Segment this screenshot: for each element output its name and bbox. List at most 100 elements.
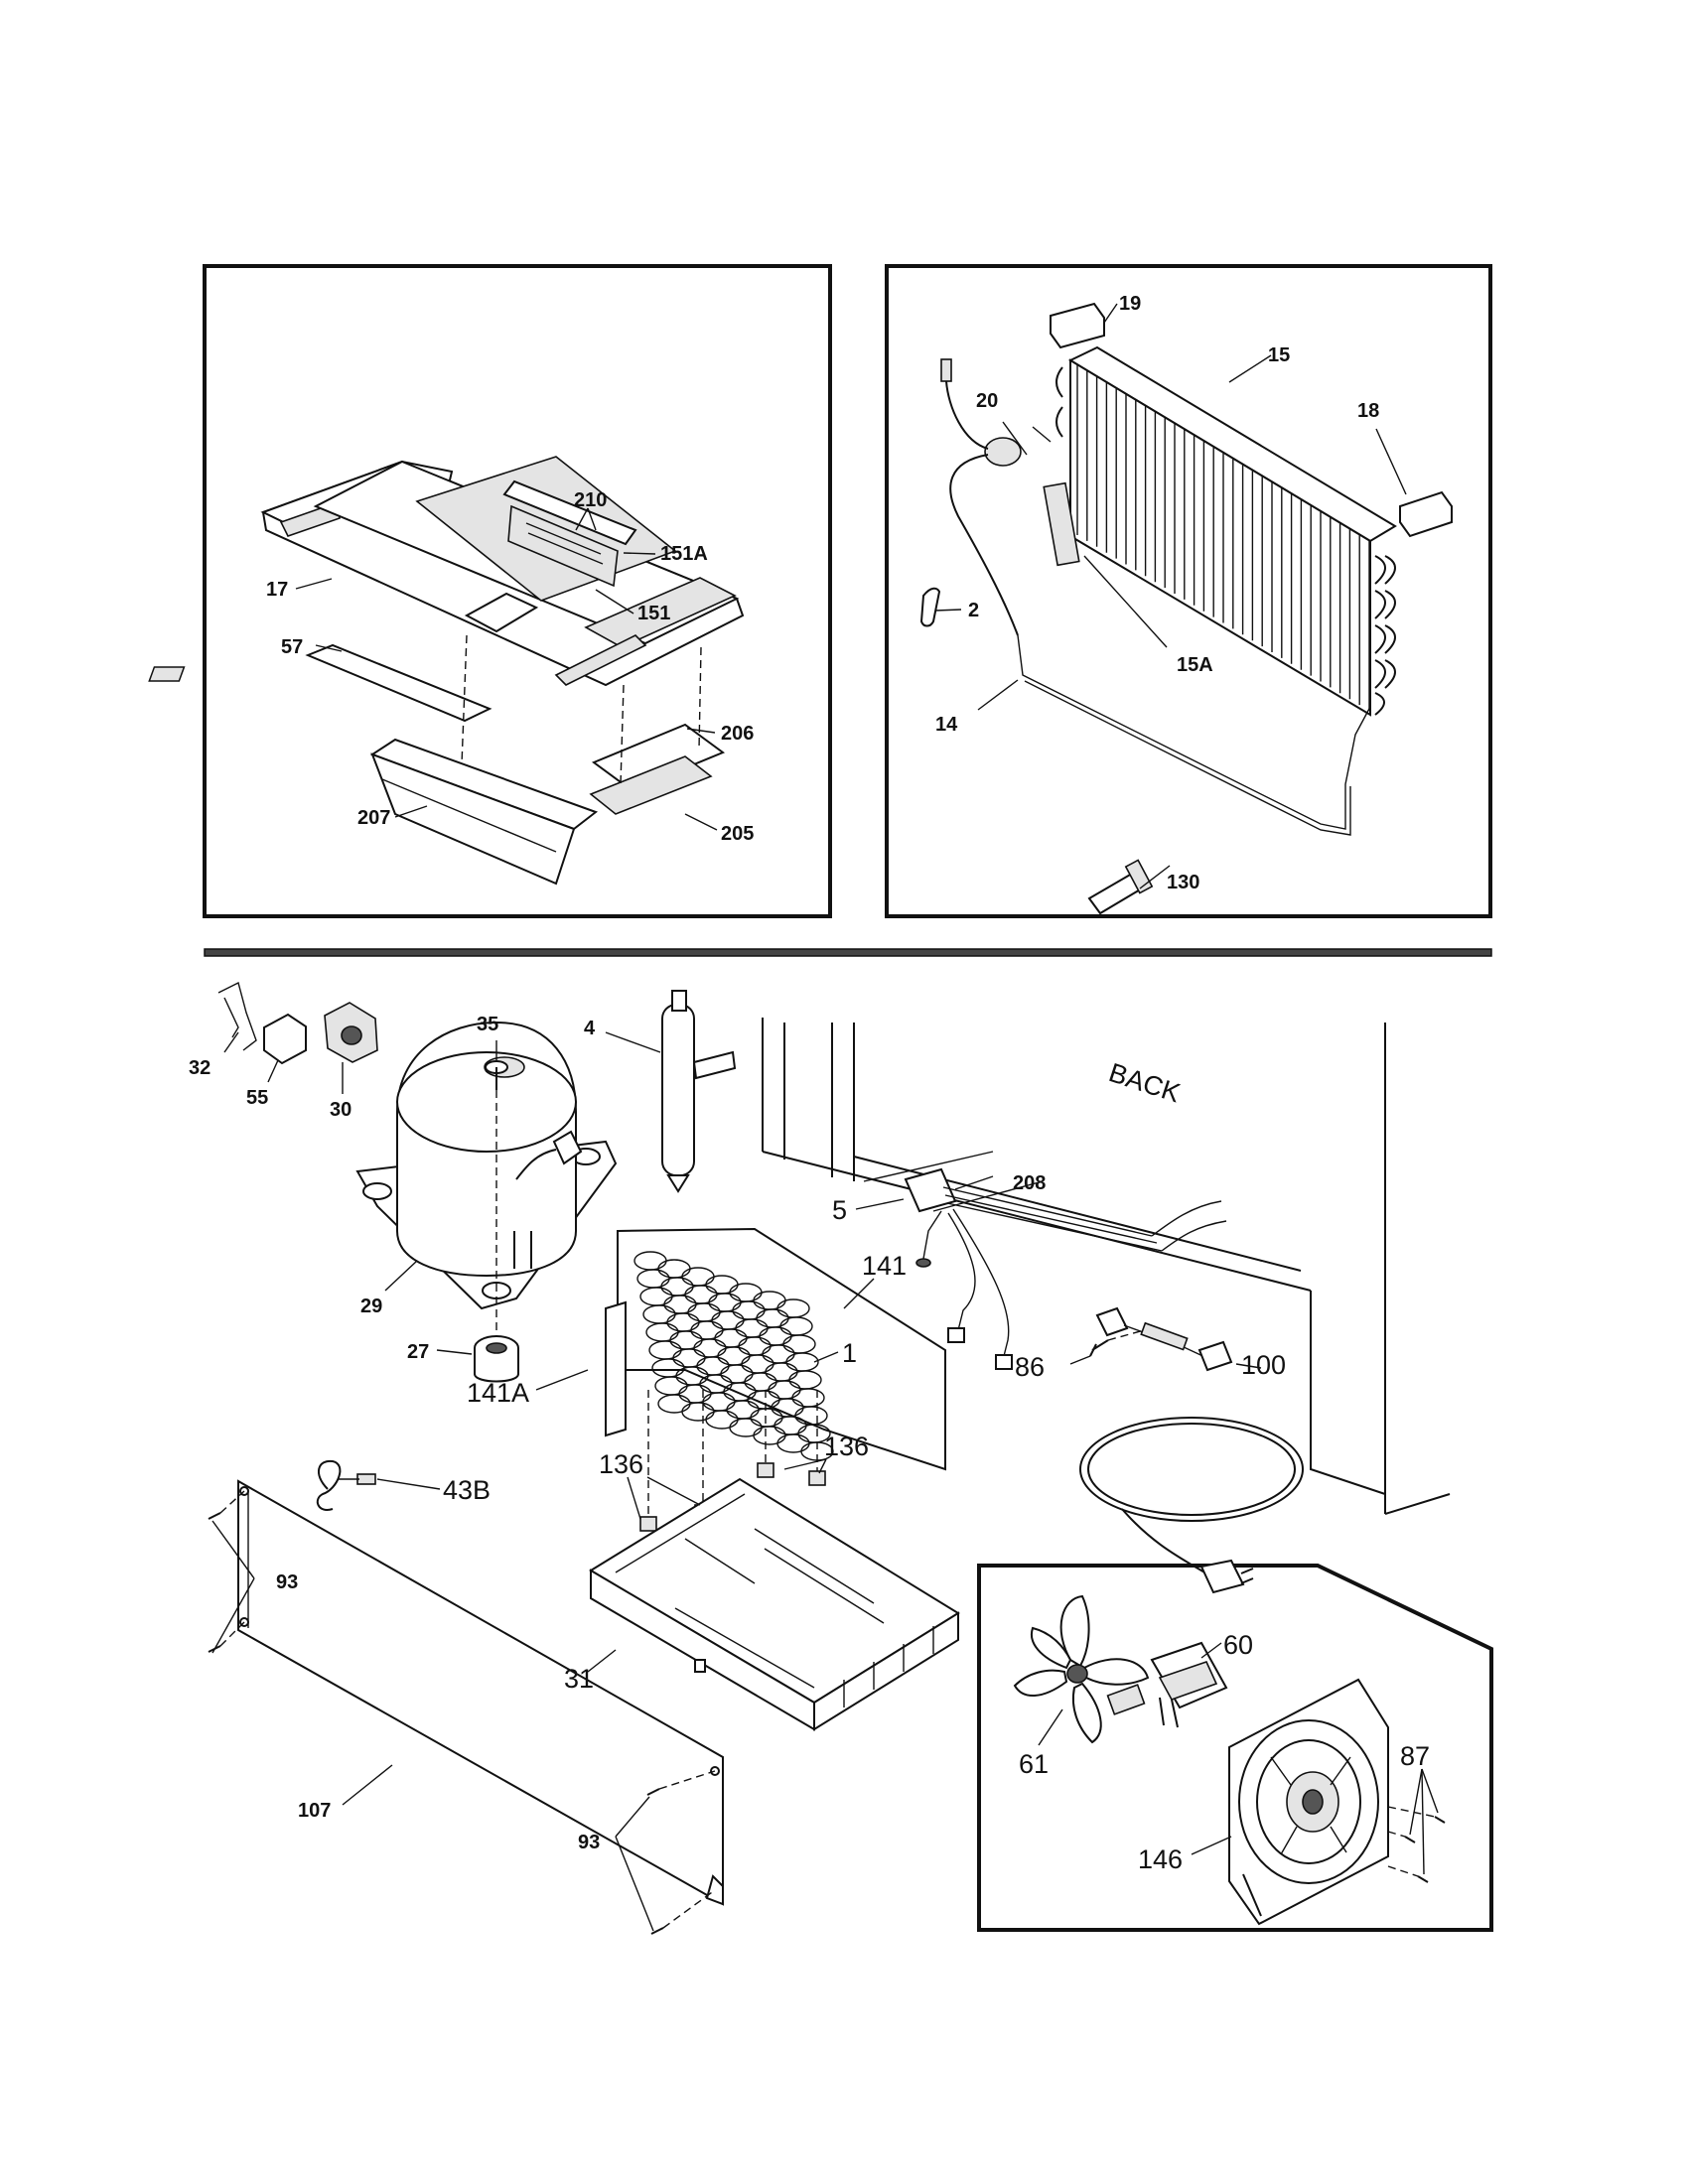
- callout-151a: 151A: [660, 543, 708, 565]
- callout-141: 141: [862, 1251, 907, 1281]
- condenser-coil-loop: [750, 1408, 783, 1428]
- insulation-pad-top: [1050, 302, 1105, 349]
- power-cord: [1079, 1306, 1304, 1594]
- condenser-side-shield: [605, 1300, 627, 1437]
- fan-shroud: [1228, 1678, 1389, 1926]
- power-plug: [1199, 1559, 1245, 1594]
- top-right-callouts: 19 15 20 18 2 15A 14 130: [935, 293, 1379, 893]
- fan-motor: [1106, 1641, 1228, 1728]
- callout-100: 100: [1241, 1350, 1286, 1380]
- control-board: [507, 504, 619, 588]
- callout-141a: 141A: [467, 1378, 529, 1408]
- callout-208: 208: [1013, 1172, 1046, 1194]
- condenser-assembly: [605, 1227, 946, 1471]
- evaporator-return-bends: [1055, 366, 1396, 716]
- evaporator-fin-lines: [1076, 364, 1370, 711]
- harness-connector: [904, 1167, 957, 1213]
- callout-207: 207: [357, 807, 390, 829]
- right-vent-grille: [554, 634, 647, 686]
- grommet: [474, 1335, 519, 1383]
- callout-29: 29: [360, 1296, 382, 1317]
- condenser-coil-loop: [729, 1418, 763, 1437]
- callout-136-right: 136: [824, 1432, 869, 1461]
- callout-5: 5: [832, 1195, 847, 1225]
- compressor-wires: [217, 981, 257, 1051]
- callout-15: 15: [1268, 344, 1290, 366]
- dryer: [661, 990, 737, 1193]
- fan-blade: [1013, 1594, 1150, 1744]
- callout-15a: 15A: [1177, 654, 1213, 676]
- machine-compartment-callouts: 35 4 32 55 30 29 27 208 5 141 1 141A 86 …: [189, 1014, 1286, 1853]
- filter-frame: [591, 723, 726, 792]
- wire-harness: [904, 1167, 1227, 1370]
- condenser-coil-loop: [726, 1400, 760, 1420]
- callout-4: 4: [584, 1018, 596, 1039]
- drip-tray: [370, 752, 576, 886]
- callout-61: 61: [1019, 1749, 1049, 1779]
- callout-55: 55: [246, 1087, 268, 1109]
- callout-130: 130: [1167, 872, 1199, 893]
- rear-access-panel: [237, 1479, 724, 1906]
- condenser-coil-loop: [681, 1402, 715, 1422]
- top-left-leaders: [295, 507, 718, 831]
- back-label: BACK: [1105, 1057, 1184, 1108]
- callout-43b: 43B: [443, 1475, 491, 1505]
- fan-screws: [1387, 1806, 1446, 1883]
- compressor: [355, 1021, 618, 1310]
- center-chute: [464, 592, 539, 633]
- callout-18: 18: [1357, 400, 1379, 422]
- compressor-screw: [485, 1060, 508, 1340]
- callout-57: 57: [281, 636, 303, 658]
- callout-151: 151: [637, 603, 670, 624]
- callout-86: 86: [1015, 1352, 1045, 1382]
- callout-87: 87: [1400, 1741, 1430, 1771]
- panel-screws: [208, 1490, 716, 1935]
- callout-32: 32: [189, 1057, 211, 1079]
- callout-30: 30: [330, 1099, 352, 1121]
- right-housing-bin: [584, 577, 737, 648]
- callout-2: 2: [968, 600, 979, 621]
- evaporator-fins: [1069, 358, 1371, 717]
- condenser-coils: [633, 1251, 834, 1461]
- callout-146: 146: [1138, 1844, 1183, 1874]
- thermostat-connector: [940, 358, 952, 382]
- cord-connector-b: [1197, 1340, 1233, 1372]
- condenser-fan-assembly: [1013, 1594, 1446, 1926]
- condenser-grommets: [639, 1390, 826, 1532]
- top-right-panel-frame: [885, 264, 1492, 918]
- callout-19: 19: [1119, 293, 1141, 315]
- callout-31: 31: [564, 1664, 594, 1694]
- callout-107: 107: [298, 1800, 331, 1822]
- evaporator-assembly: [919, 302, 1453, 915]
- filter-pad: [589, 755, 713, 815]
- top-left-callouts: 210 151A 151 17 57 206 207 205: [266, 489, 754, 845]
- callout-205: 205: [721, 823, 754, 845]
- condenser-coil-loop: [657, 1394, 691, 1414]
- condenser-coil-loop: [774, 1416, 807, 1435]
- callout-136-left: 136: [599, 1449, 643, 1479]
- condenser-base-tray: [589, 1477, 960, 1731]
- control-board-bracket: [502, 479, 637, 546]
- section-divider: [204, 948, 1492, 957]
- callout-60: 60: [1223, 1630, 1253, 1660]
- condenser-coil-loop: [705, 1410, 739, 1430]
- condenser-coil-loop: [702, 1392, 736, 1412]
- callout-14: 14: [935, 714, 958, 736]
- cord-connector-a: [1095, 1306, 1129, 1337]
- dispenser-housing-assembly: [148, 456, 745, 886]
- relay-overload-group: [217, 981, 378, 1065]
- insulation-pad-side: [1399, 490, 1453, 538]
- wire-clip: [919, 587, 941, 627]
- top-right-leaders: [934, 303, 1407, 889]
- tubing-clamp: [316, 1459, 376, 1511]
- condenser-coil-loop: [654, 1376, 688, 1396]
- condenser-coil-loop: [753, 1426, 786, 1445]
- relay: [263, 1013, 307, 1065]
- condenser-shield-back: [617, 1227, 946, 1471]
- defrost-thermostat: [984, 437, 1022, 467]
- callout-93-bottom: 93: [578, 1832, 600, 1853]
- callout-17: 17: [266, 579, 288, 601]
- ground-screw: [1089, 1329, 1145, 1357]
- condenser-coil-loop: [776, 1433, 810, 1453]
- callout-210: 210: [574, 489, 607, 511]
